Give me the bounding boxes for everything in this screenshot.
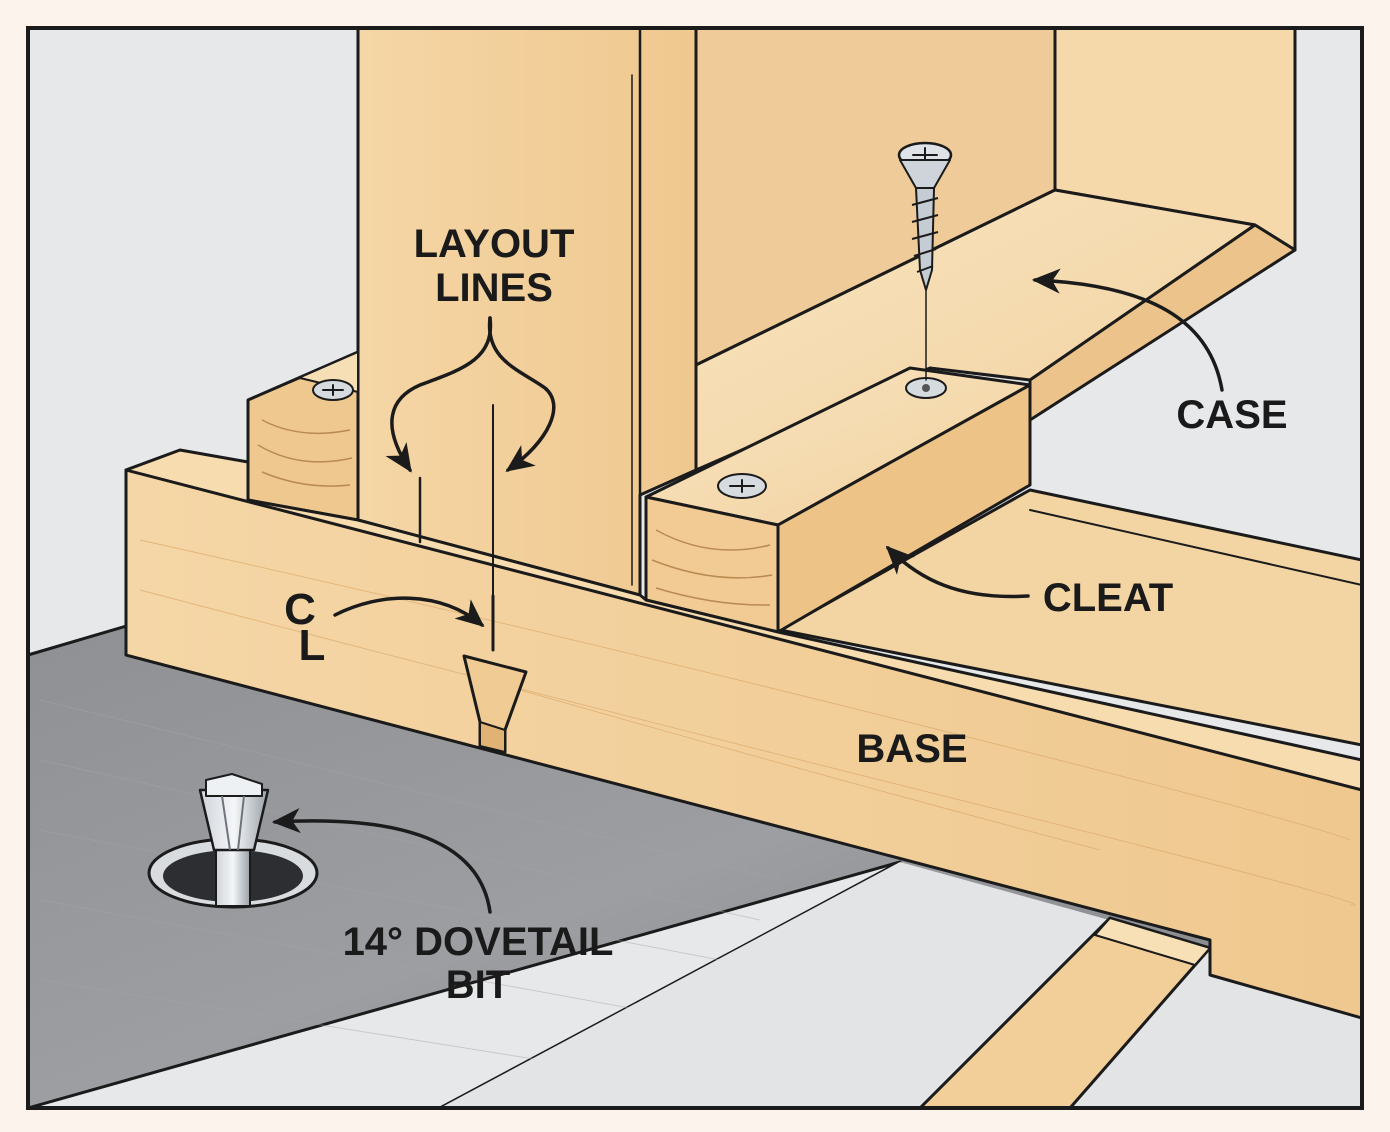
screw-head-icon — [312, 379, 354, 401]
svg-text:C: C — [284, 585, 316, 634]
centerline-arrow — [333, 596, 485, 628]
label-case: CASE — [1176, 393, 1287, 437]
screw-head-icon — [905, 377, 947, 399]
label-bit: 14° DOVETAIL — [343, 920, 614, 964]
label-bit: BIT — [446, 963, 510, 1007]
svg-text:L: L — [299, 621, 326, 670]
layout-lines-arrow — [487, 316, 556, 472]
label-base: BASE — [856, 727, 967, 771]
label-cleat: CLEAT — [1043, 576, 1173, 620]
bit-arrow — [271, 808, 492, 914]
centerline-symbol: C L — [284, 585, 325, 670]
layout-lines-arrow — [385, 316, 493, 473]
label-layout-lines: LAYOUT — [414, 222, 575, 266]
wood-screw-icon — [897, 141, 953, 381]
case-arrow — [1031, 268, 1224, 392]
dovetail-bit — [147, 773, 319, 909]
label-layout-lines: LINES — [435, 266, 553, 310]
cleat-arrow — [885, 545, 1030, 599]
screw-head-icon — [717, 473, 767, 499]
